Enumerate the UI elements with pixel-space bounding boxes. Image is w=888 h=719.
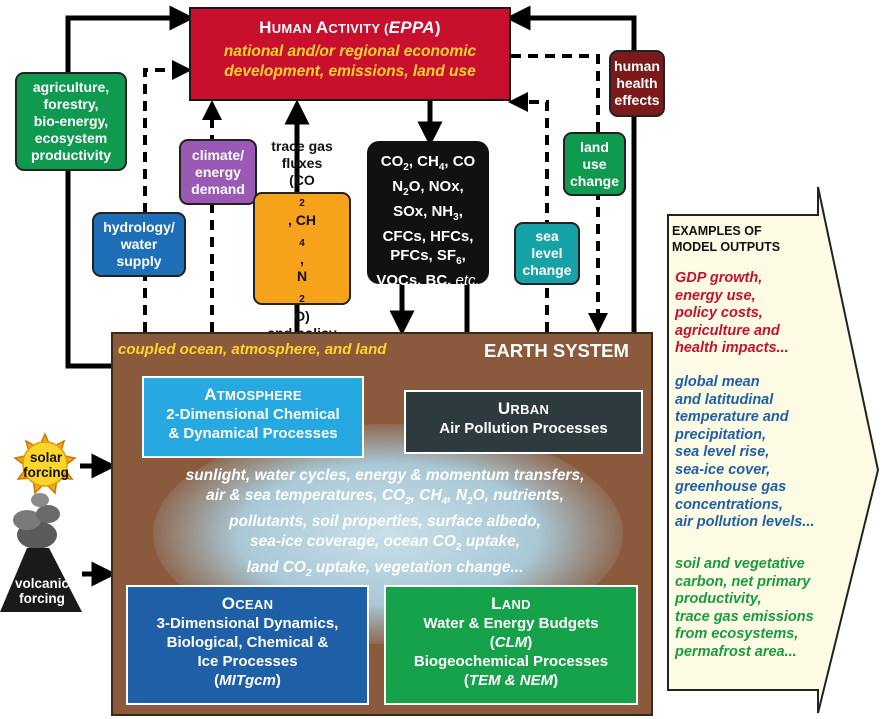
coupled-label: coupled ocean, atmosphere, and land — [118, 341, 387, 358]
volcano-icon — [0, 493, 82, 612]
exchange-processes-text: sunlight, water cycles, energy & momentu… — [185, 467, 585, 580]
outputs-panel-shape — [667, 186, 880, 714]
sea-level-arrow — [508, 92, 549, 332]
hydrology-feedback-arrow — [143, 60, 192, 332]
agriculture-feedback-arrow — [65, 5, 195, 369]
emissions-box: CO2, CH4, CO N2O, NOx, SOx, NH3, CFCs, H… — [367, 141, 489, 289]
land-use-arrow — [511, 54, 608, 333]
earth-system-label: EARTH SYSTEM — [484, 340, 629, 361]
urban-box: URBAN Air Pollution Processes — [404, 390, 643, 454]
human-activity-subtitle: national and/or regional economic develo… — [223, 43, 477, 80]
trace-gas-pill: trace gas fluxes (CO2, CH4, N2O) and pol… — [253, 138, 351, 358]
land-box: LAND Water & Energy Budgets (CLM) Biogeo… — [384, 585, 638, 705]
agriculture-pill: agriculture,forestry,bio-energy,ecosyste… — [15, 72, 127, 171]
sun-icon — [13, 432, 77, 495]
human-activity-box: HUMAN ACTIVITY (EPPA) national and/or re… — [189, 7, 511, 101]
health-feedback-arrow — [505, 5, 637, 332]
atmosphere-box: ATMOSPHERE 2-Dimensional Chemical & Dyna… — [142, 376, 364, 458]
ocean-box: OCEAN 3-Dimensional Dynamics, Biological… — [126, 585, 369, 705]
human-activity-title: HUMAN ACTIVITY (EPPA) — [259, 18, 441, 37]
outputs-economic: GDP growth,energy use,policy costs,agric… — [675, 270, 789, 356]
